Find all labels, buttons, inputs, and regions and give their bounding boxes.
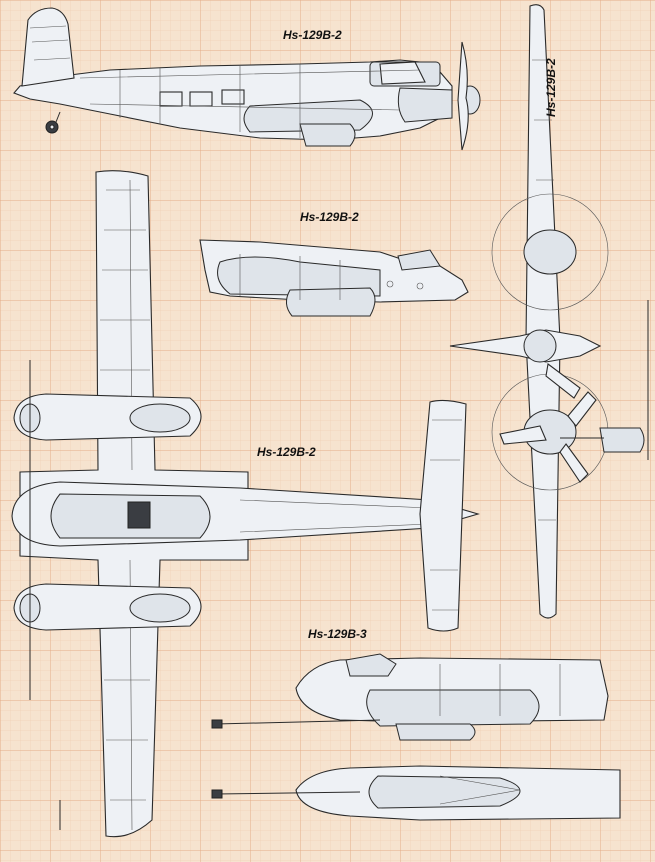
top-view-drawing [11,170,480,838]
b3-planform-drawing [59,765,621,830]
nose-section-drawing [199,239,469,317]
front-view-drawing [449,4,649,619]
side-view-drawing [13,7,481,151]
front-view-label: Hs-129B-2 [544,58,558,117]
b3-variant-label: Hs-129B-3 [308,627,367,641]
b3-side-drawing [211,653,609,741]
nose-section-label: Hs-129B-2 [300,210,359,224]
side-view-label: Hs-129B-2 [283,28,342,42]
top-view-label: Hs-129B-2 [257,445,316,459]
